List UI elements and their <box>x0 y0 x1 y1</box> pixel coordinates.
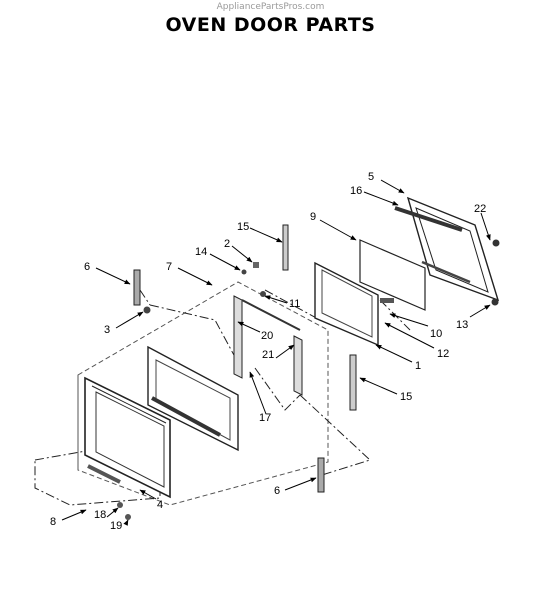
watermark: AppliancePartsPros.com <box>216 2 325 12</box>
callout-17: 17 <box>259 412 271 424</box>
callout-12: 12 <box>437 348 449 360</box>
outer-door-part-4 <box>84 376 171 499</box>
strip-part-15-upper <box>282 224 289 271</box>
callout-5: 5 <box>368 171 374 183</box>
callout-15: 15 <box>400 391 412 403</box>
rail-part-21 <box>293 335 303 396</box>
part-18 <box>117 502 123 508</box>
clip-part-14 <box>241 269 247 275</box>
leader-lines <box>61 179 491 526</box>
callout-13: 13 <box>456 319 468 331</box>
screw-part-22 <box>492 239 500 247</box>
screw-part-3 <box>143 306 151 314</box>
callout-7: 7 <box>166 261 172 273</box>
diagram-title: OVEN DOOR PARTS <box>165 14 376 36</box>
callout-22: 22 <box>474 203 486 215</box>
callout-19: 19 <box>110 520 122 532</box>
clip-part-2 <box>253 262 259 268</box>
callout-4: 4 <box>157 499 163 511</box>
callout-10: 10 <box>430 328 442 340</box>
hinge-part-6-lower <box>317 457 325 493</box>
callout-9: 9 <box>310 211 316 223</box>
callout-8: 8 <box>50 516 56 528</box>
callout-21: 21 <box>262 349 274 361</box>
door-liner-part-17 <box>147 345 239 452</box>
callout-18: 18 <box>94 509 106 521</box>
callout-6: 6 <box>84 261 90 273</box>
hinge-part-6-upper <box>133 269 141 306</box>
door-frame-part-5 <box>394 196 500 302</box>
callout-20: 20 <box>261 330 273 342</box>
handle-part-8 <box>87 464 121 484</box>
strip-part-15-lower <box>349 354 357 411</box>
callout-11: 11 <box>289 298 300 310</box>
glass-panel-part-9 <box>359 239 426 311</box>
callout-14: 14 <box>195 246 207 258</box>
rail-part-20 <box>233 295 301 379</box>
callout-labels: 5 16 22 9 15 2 14 6 7 11 3 20 10 13 12 2… <box>50 171 486 532</box>
callout-2: 2 <box>224 238 230 250</box>
screw-part-13 <box>491 298 499 306</box>
callout-15: 15 <box>237 221 249 233</box>
callout-16: 16 <box>350 185 362 197</box>
callout-3: 3 <box>104 324 110 336</box>
part-19 <box>125 514 131 520</box>
assembly-outline <box>77 281 329 506</box>
callout-6: 6 <box>274 485 280 497</box>
callout-1: 1 <box>415 360 421 372</box>
